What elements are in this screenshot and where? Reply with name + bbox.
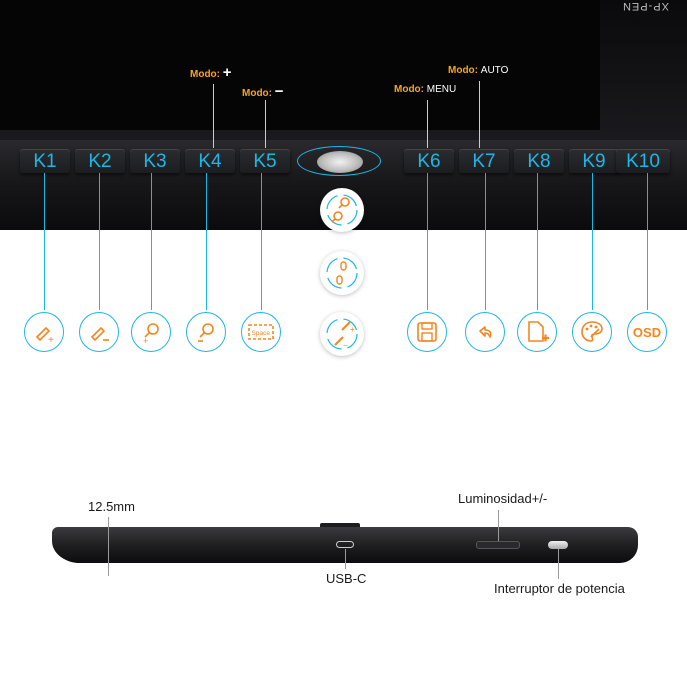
dial-mode-brush: + − bbox=[320, 312, 364, 356]
usb-c-port[interactable] bbox=[336, 541, 354, 548]
connector-k1 bbox=[44, 173, 45, 310]
svg-text:+: + bbox=[143, 336, 148, 345]
svg-text:+: + bbox=[48, 335, 54, 345]
zoom-rotate-icon bbox=[326, 194, 358, 226]
brand-logo: XP-PEN bbox=[622, 0, 669, 12]
express-key-k3[interactable]: K3 bbox=[130, 149, 180, 173]
brush-minus-icon bbox=[79, 312, 119, 352]
dial-mode-zoom bbox=[320, 188, 364, 232]
dial-ring[interactable] bbox=[297, 146, 381, 176]
connector-k5 bbox=[261, 173, 262, 310]
express-key-k10[interactable]: K10 bbox=[616, 149, 670, 173]
screen-display bbox=[0, 0, 600, 130]
express-key-k2[interactable]: K2 bbox=[75, 149, 125, 173]
connector-k2 bbox=[99, 173, 100, 310]
express-key-k8[interactable]: K8 bbox=[514, 149, 564, 173]
undo-icon bbox=[465, 312, 505, 352]
scroll-rotate-icon bbox=[326, 257, 358, 289]
thickness-line bbox=[108, 517, 109, 576]
osd-icon: OSD bbox=[627, 312, 667, 352]
zoom-in-icon: + bbox=[131, 312, 171, 352]
brightness-button[interactable] bbox=[476, 541, 520, 549]
save-icon bbox=[407, 312, 447, 352]
brightness-label: Luminosidad+/- bbox=[458, 491, 548, 506]
space-key-icon: Space bbox=[241, 312, 281, 352]
mode-line-k5 bbox=[265, 100, 266, 148]
mode-line-k6 bbox=[427, 100, 428, 148]
thickness-label: 12.5mm bbox=[88, 499, 135, 514]
mode-label-k5: Modo: − bbox=[242, 83, 284, 100]
dial-knob[interactable] bbox=[317, 151, 363, 173]
connector-k10 bbox=[647, 173, 648, 310]
express-key-k7[interactable]: K7 bbox=[459, 149, 509, 173]
express-key-k6[interactable]: K6 bbox=[404, 149, 454, 173]
mode-line-k4 bbox=[213, 84, 214, 148]
svg-text:+: + bbox=[350, 325, 355, 334]
svg-text:Space: Space bbox=[252, 330, 271, 337]
usb-c-label: USB-C bbox=[326, 571, 367, 586]
power-label: Interruptor de potencia bbox=[494, 581, 625, 596]
mode-label-k4: Modo: + bbox=[190, 64, 232, 81]
express-key-k9[interactable]: K9 bbox=[569, 149, 619, 173]
svg-text:−: − bbox=[343, 341, 348, 350]
mode-label-k6: Modo: MENU bbox=[394, 84, 457, 95]
brush-rotate-icon: + − bbox=[326, 318, 358, 350]
connector-k4 bbox=[206, 173, 207, 310]
mode-label-k7: Modo: AUTO bbox=[448, 65, 509, 76]
power-switch[interactable] bbox=[548, 541, 568, 549]
express-key-k1[interactable]: K1 bbox=[20, 149, 70, 173]
connector-k8 bbox=[537, 173, 538, 310]
top-edge-bump bbox=[320, 523, 360, 528]
connector-k7 bbox=[485, 173, 486, 310]
express-key-k4[interactable]: K4 bbox=[185, 149, 235, 173]
connector-k9 bbox=[592, 173, 593, 310]
brightness-line bbox=[498, 510, 499, 541]
connector-k6 bbox=[427, 173, 428, 310]
power-line bbox=[558, 549, 559, 579]
connector-k3 bbox=[151, 173, 152, 310]
dial-mode-scroll bbox=[320, 251, 364, 295]
new-file-icon bbox=[517, 312, 557, 352]
zoom-out-icon bbox=[186, 312, 226, 352]
palette-icon bbox=[572, 312, 612, 352]
osd-label: OSD bbox=[632, 324, 662, 340]
mode-line-k7 bbox=[479, 81, 480, 148]
brush-plus-icon: + bbox=[24, 312, 64, 352]
express-key-k5[interactable]: K5 bbox=[240, 149, 290, 173]
usb-c-line bbox=[345, 549, 346, 569]
